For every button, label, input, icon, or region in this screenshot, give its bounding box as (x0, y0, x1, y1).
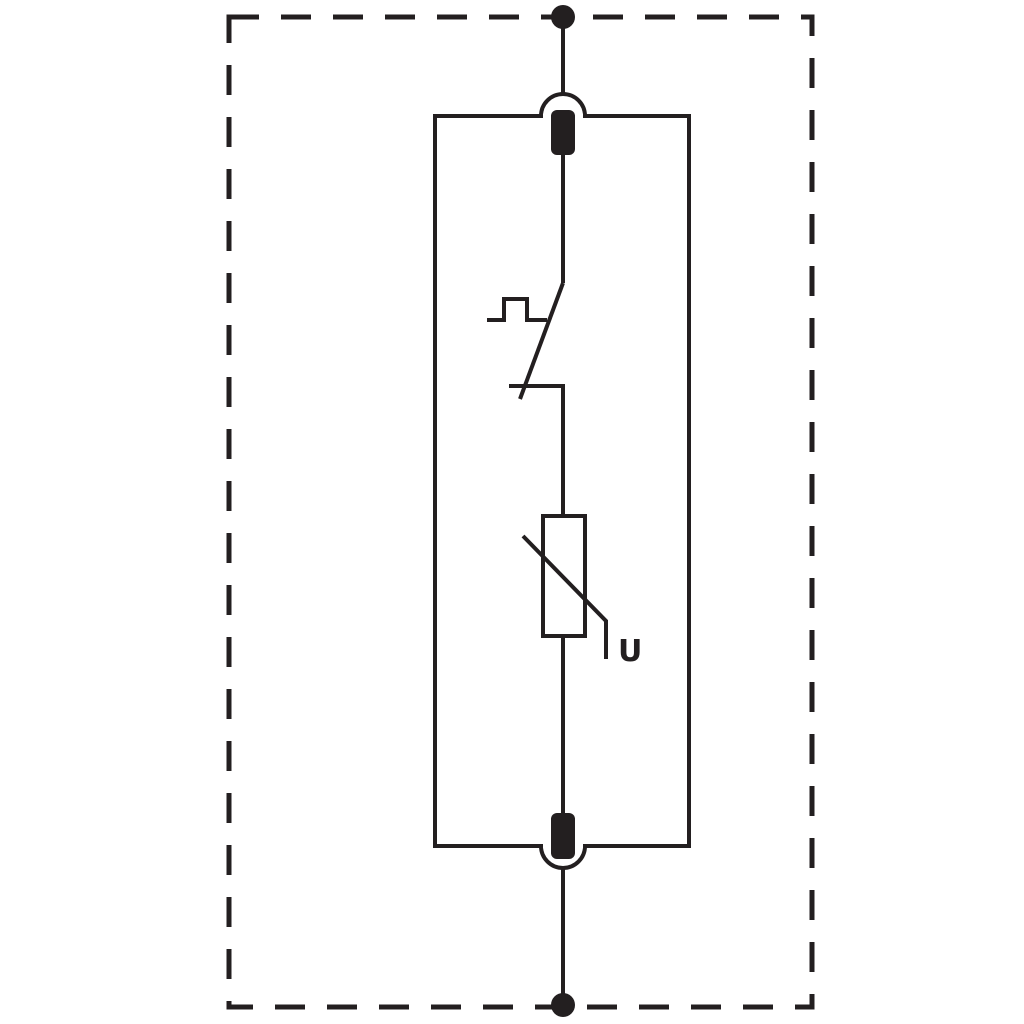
device-enclosure-dashed (226, 14, 815, 1010)
thermal-release-symbol (487, 297, 547, 322)
varistor: U (521, 514, 642, 669)
bottom-terminal-dot (551, 993, 575, 1017)
top-terminal-dot (551, 5, 575, 29)
switch-fixed-contact (509, 384, 565, 516)
thermal-disconnector (487, 282, 565, 516)
varistor-voltage-label: U (618, 634, 642, 669)
bottom-plug-contact (539, 813, 587, 870)
switch-blade (518, 282, 565, 400)
varistor-nonlinear-stroke (521, 534, 608, 659)
top-plug-contact (539, 92, 587, 155)
